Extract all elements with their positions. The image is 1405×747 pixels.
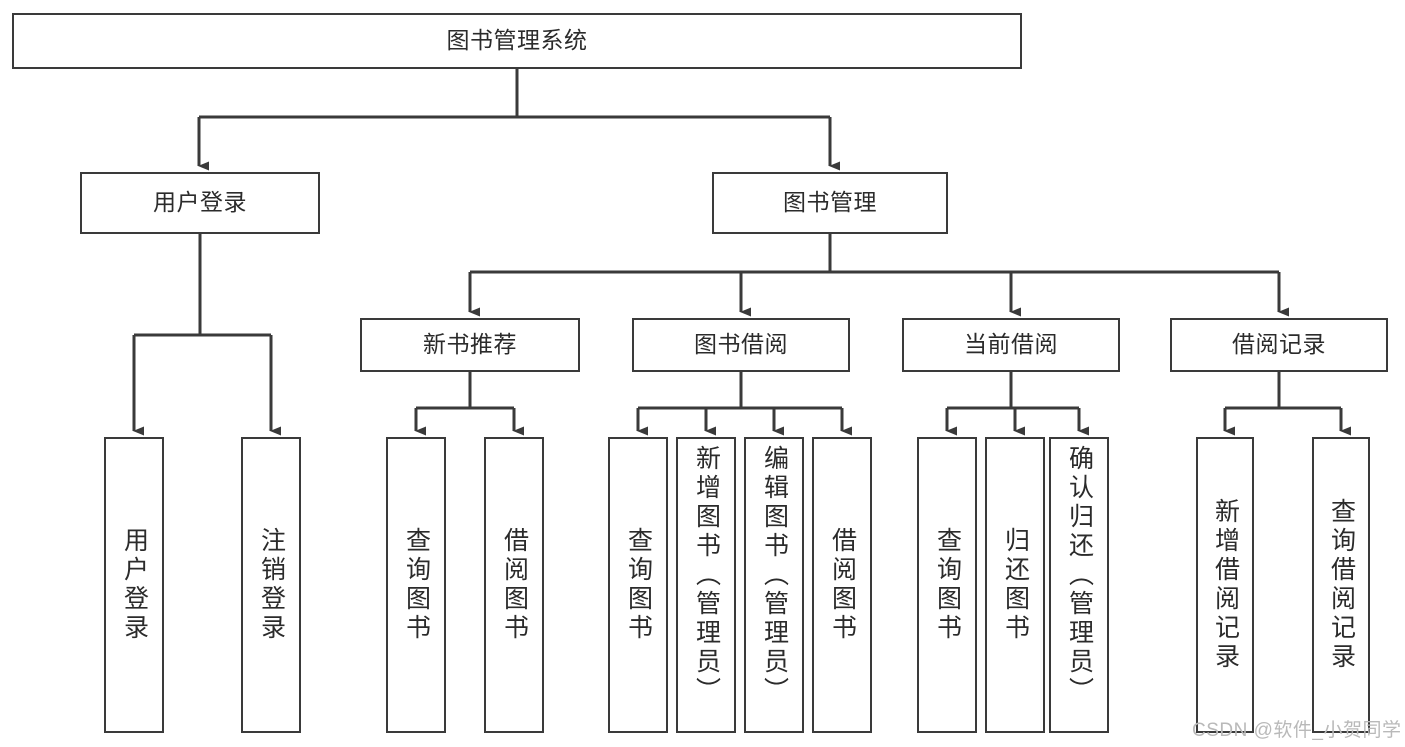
- leaf-confirm-return-admin[interactable]: 确认归还（管理员）: [1049, 437, 1109, 733]
- leaf-edit-book-admin-label: 编辑图书（管理员）: [760, 445, 789, 706]
- node-new-book-recommend[interactable]: 新书推荐: [360, 318, 580, 372]
- leaf-confirm-return-admin-label: 确认归还（管理员）: [1065, 445, 1094, 706]
- node-user-login[interactable]: 用户登录: [80, 172, 320, 234]
- leaf-return-book[interactable]: 归还图书: [985, 437, 1045, 733]
- leaf-user-login[interactable]: 用户登录: [104, 437, 164, 733]
- leaf-query-borrow-record-label: 查询借阅记录: [1327, 498, 1356, 672]
- leaf-add-book-admin[interactable]: 新增图书（管理员）: [676, 437, 736, 733]
- leaf-query-book-label: 查询图书: [624, 527, 653, 643]
- leaf-query-book-recommend-label: 查询图书: [402, 527, 431, 643]
- leaf-borrow-book-label: 借阅图书: [828, 527, 857, 643]
- leaf-logout[interactable]: 注销登录: [241, 437, 301, 733]
- node-book-management-label: 图书管理: [783, 189, 877, 216]
- leaf-borrow-book-recommend-label: 借阅图书: [500, 527, 529, 643]
- node-new-book-recommend-label: 新书推荐: [423, 331, 517, 358]
- leaf-edit-book-admin[interactable]: 编辑图书（管理员）: [744, 437, 804, 733]
- node-current-borrow-label: 当前借阅: [964, 331, 1058, 358]
- leaf-query-book-current[interactable]: 查询图书: [917, 437, 977, 733]
- node-current-borrow[interactable]: 当前借阅: [902, 318, 1120, 372]
- leaf-query-borrow-record[interactable]: 查询借阅记录: [1312, 437, 1370, 733]
- node-root[interactable]: 图书管理系统: [12, 13, 1022, 69]
- leaf-borrow-book-recommend[interactable]: 借阅图书: [484, 437, 544, 733]
- leaf-logout-label: 注销登录: [257, 527, 286, 643]
- leaf-user-login-label: 用户登录: [120, 527, 149, 643]
- leaf-query-book[interactable]: 查询图书: [608, 437, 668, 733]
- node-book-management[interactable]: 图书管理: [712, 172, 948, 234]
- node-borrow-record-label: 借阅记录: [1232, 331, 1326, 358]
- leaf-add-book-admin-label: 新增图书（管理员）: [692, 445, 721, 706]
- node-root-label: 图书管理系统: [446, 27, 588, 54]
- leaf-add-borrow-record-label: 新增借阅记录: [1211, 498, 1240, 672]
- leaf-query-book-current-label: 查询图书: [933, 527, 962, 643]
- node-borrow-record[interactable]: 借阅记录: [1170, 318, 1388, 372]
- leaf-add-borrow-record[interactable]: 新增借阅记录: [1196, 437, 1254, 733]
- node-book-borrow-label: 图书借阅: [694, 331, 788, 358]
- node-user-login-label: 用户登录: [153, 189, 247, 216]
- leaf-borrow-book[interactable]: 借阅图书: [812, 437, 872, 733]
- leaf-return-book-label: 归还图书: [1001, 527, 1030, 643]
- leaf-query-book-recommend[interactable]: 查询图书: [386, 437, 446, 733]
- node-book-borrow[interactable]: 图书借阅: [632, 318, 850, 372]
